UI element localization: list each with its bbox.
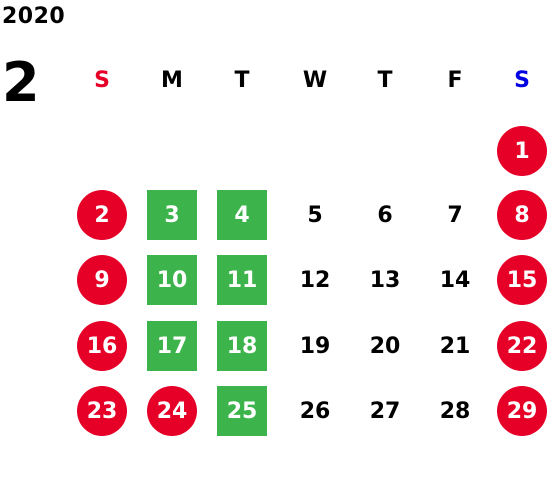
date-cell: 20	[369, 333, 401, 359]
month-number: 2	[2, 51, 40, 114]
holiday-date-cell: 2	[77, 190, 127, 240]
date-cell: 26	[299, 398, 331, 424]
highlighted-date-cell: 17	[147, 321, 197, 371]
holiday-date-cell: 22	[497, 321, 547, 371]
holiday-date-cell: 16	[77, 321, 127, 371]
highlighted-date-cell: 18	[217, 321, 267, 371]
date-cell: 28	[439, 398, 471, 424]
holiday-date-cell: 24	[147, 386, 197, 436]
highlighted-date-cell: 11	[217, 255, 267, 305]
weekday-header: T	[377, 68, 393, 93]
date-cell: 27	[369, 398, 401, 424]
holiday-date-cell: 23	[77, 386, 127, 436]
date-cell: 14	[439, 267, 471, 293]
date-cell: 5	[307, 202, 323, 228]
date-cell: 19	[299, 333, 331, 359]
holiday-date-cell: 9	[77, 255, 127, 305]
weekday-header: W	[302, 68, 328, 93]
holiday-date-cell: 8	[497, 190, 547, 240]
holiday-date-cell: 29	[497, 386, 547, 436]
weekday-header: T	[234, 68, 250, 93]
highlighted-date-cell: 3	[147, 190, 197, 240]
date-cell: 13	[369, 267, 401, 293]
date-cell: 21	[439, 333, 471, 359]
highlighted-date-cell: 25	[217, 386, 267, 436]
date-cell: 12	[299, 267, 331, 293]
weekday-header: F	[447, 68, 463, 93]
date-cell: 7	[447, 202, 463, 228]
holiday-date-cell: 15	[497, 255, 547, 305]
weekday-header: S	[514, 68, 530, 93]
weekday-header: S	[94, 68, 110, 93]
holiday-date-cell: 1	[497, 126, 547, 176]
highlighted-date-cell: 4	[217, 190, 267, 240]
weekday-header: M	[161, 68, 183, 93]
highlighted-date-cell: 10	[147, 255, 197, 305]
year-label: 2020	[2, 4, 66, 29]
date-cell: 6	[377, 202, 393, 228]
